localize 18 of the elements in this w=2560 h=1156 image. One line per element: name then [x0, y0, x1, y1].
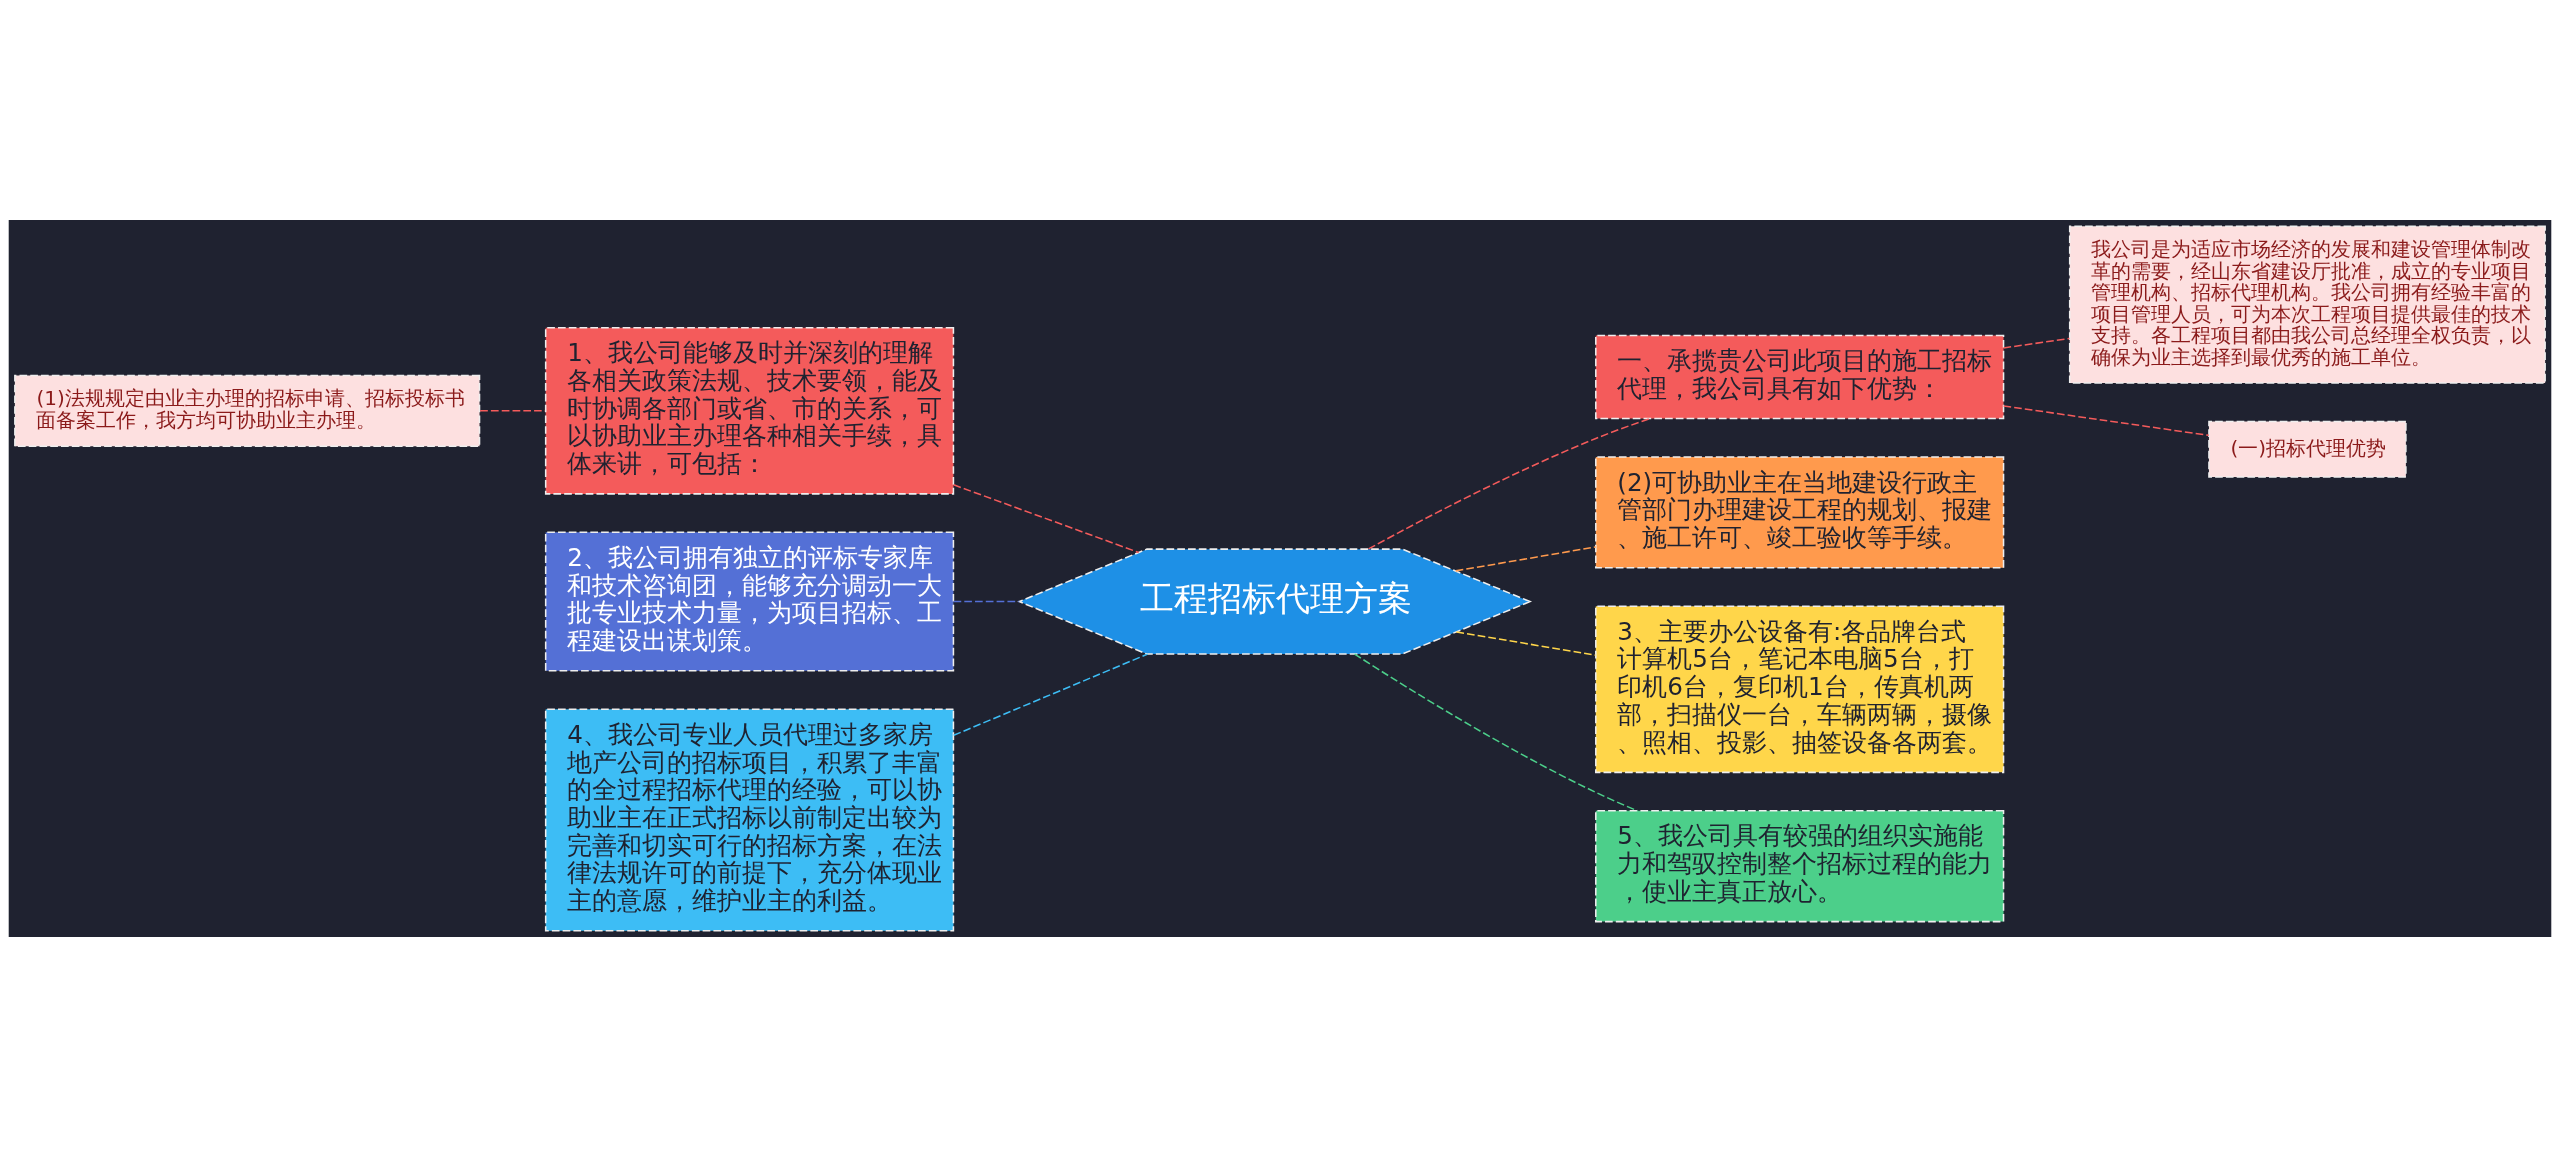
node-box: 3、主要办公设备有:各品牌台式计算机5台，笔记本电脑5台，打印机6台，复印机1台，传真机两部，扫描仪一台，车辆两辆，摄像、照相、投影、抽签设备各两套。 [1595, 604, 2005, 773]
node-box: 我公司是为适应市场经济的发展和建设管理体制改革的需要，经山东省建设厅批准，成立的专业项目管理机构、招标代理机构。我公司拥有经验丰富的项目管理人员，可为本次工程项目提供最佳的技术支持。各工程项目都由我公司总经理全权负责，以确保为业主选择到最优秀的施工单位。 [2068, 224, 2546, 384]
connector [1367, 417, 1651, 550]
node-box: 一、承揽贵公司此项目的施工招标代理，我公司具有如下优势： [1595, 334, 2005, 419]
node-box: 2、我公司拥有独立的评标专家库和技术咨询团，能够充分调动一大批专业技术力量，为项目招标、工程建设出谋划策。 [544, 531, 955, 672]
connector [952, 652, 1149, 736]
node-box: 4、我公司专业人员代理过多家房地产公司的招标项目，积累了丰富的全过程招标代理的经验，可以协助业主在正式招标以前制定出较为完善和切实可行的招标方案，在法律法规许可的前提下，充分体现业主的意愿，维护业主的利益。 [544, 708, 955, 932]
node-box: (一)招标代理优势 [2208, 420, 2407, 478]
connector [2002, 404, 2210, 436]
connector [1455, 545, 1597, 572]
connector [1455, 630, 1597, 656]
node-box: (1)法规规定由业主办理的招标申请、招标投标书面备案工作，我方均可协助业主办理。 [14, 374, 481, 447]
connector [952, 483, 1140, 553]
node-box: 5、我公司具有较强的组织实施能力和驾驭控制整个招标过程的能力，使业主真正放心。 [1595, 809, 2005, 922]
connector [952, 600, 1020, 602]
node-box: 1、我公司能够及时并深刻的理解各相关政策法规、技术要领，能及时协调各部门或省、市的关系，可以协助业主办理各种相关手续，具体来讲，可包括： [544, 326, 955, 495]
node-box: (2)可协助业主在当地建设行政主管部门办理建设工程的规划、报建、施工许可、竣工验收等手续。 [1595, 455, 2005, 568]
connector [2002, 337, 2071, 349]
